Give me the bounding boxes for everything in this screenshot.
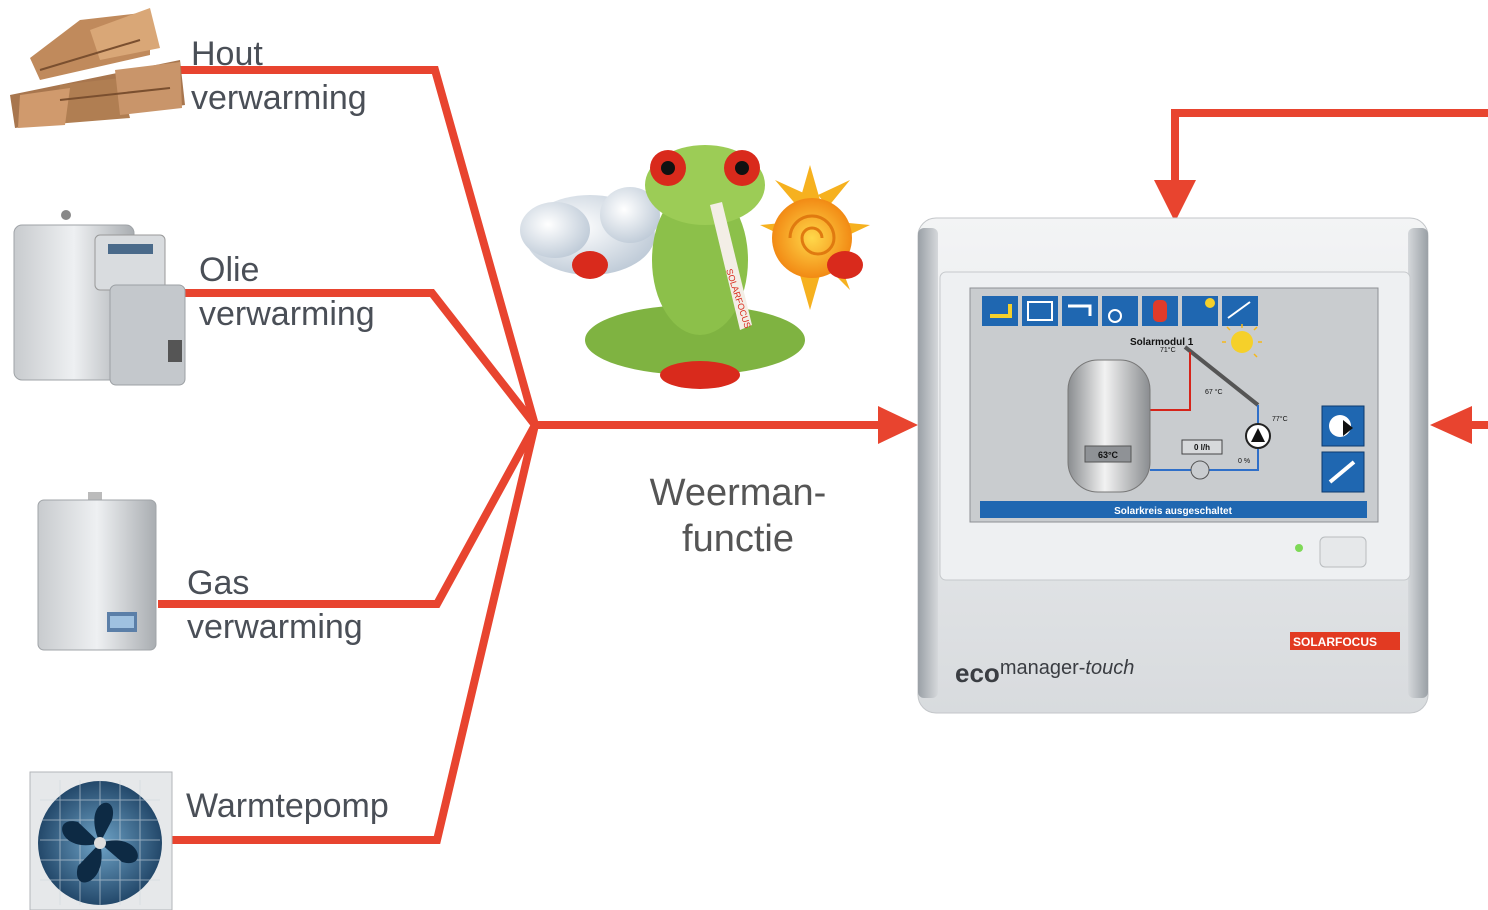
weerman-label: Weerman- functie <box>608 470 868 562</box>
arrow-top <box>1154 180 1196 222</box>
tap-icon[interactable] <box>1062 296 1098 326</box>
temp-right: 77°C <box>1272 415 1288 423</box>
line-heatpump <box>170 424 539 844</box>
screen-toolbar <box>982 296 1258 326</box>
firewood-icon <box>10 8 185 128</box>
temp-top: 71°C <box>1160 346 1176 354</box>
solarfocus-logo: SOLARFOCUS <box>1293 635 1377 649</box>
eco-manager-device: Solarmodul 1 71°C 67 °C 77°C 63°C 0 l/h … <box>917 217 1429 714</box>
temp-mid: 67 °C <box>1205 388 1223 396</box>
heatpump-icon <box>29 771 173 910</box>
line-oil <box>170 289 539 428</box>
brand-text: ecomanager-touch <box>955 657 1134 688</box>
connector-lines <box>158 66 1488 844</box>
label-wood-sub: verwarming <box>191 79 367 117</box>
label-oil: Olie verwarming <box>199 248 375 336</box>
line-gas <box>158 423 539 608</box>
arrow-to-device <box>878 406 918 444</box>
label-gas-name: Gas <box>187 564 250 602</box>
usb-port-cover[interactable] <box>1319 536 1367 568</box>
module-title: Solarmodul 1 <box>1130 337 1194 348</box>
line-wood <box>170 66 539 427</box>
flow-readout: 0 l/h <box>1194 443 1210 452</box>
label-oil-sub: verwarming <box>199 295 375 333</box>
weerman-line2: functie <box>682 518 794 560</box>
pump-percent: 0 % <box>1238 458 1250 465</box>
label-wood-name: Hout <box>191 35 263 73</box>
arrow-right <box>1430 406 1472 444</box>
label-heatpump-name: Warmtepomp <box>186 787 389 825</box>
label-gas: Gas verwarming <box>187 561 363 649</box>
back-icon[interactable] <box>982 296 1018 326</box>
line-top-feed <box>1171 109 1488 180</box>
tank-temp: 63°C <box>1098 450 1119 460</box>
arrowheads <box>878 180 1472 444</box>
curve-icon[interactable] <box>1222 296 1258 326</box>
tap-gauge-icon[interactable] <box>1102 296 1138 326</box>
status-bar <box>980 501 1367 518</box>
label-oil-name: Olie <box>199 251 260 289</box>
status-text: Solarkreis ausgeschaltet <box>1114 506 1233 517</box>
power-led <box>1295 544 1303 552</box>
label-wood: Hout verwarming <box>191 32 367 120</box>
label-heatpump: Warmtepomp <box>186 784 389 828</box>
oil-boiler-icon <box>13 210 186 386</box>
label-gas-sub: verwarming <box>187 608 363 646</box>
gas-boiler-icon <box>37 492 157 651</box>
weerman-line1: Weerman- <box>649 472 827 514</box>
frog-mascot-icon: SOLARFOCUS <box>520 145 870 389</box>
